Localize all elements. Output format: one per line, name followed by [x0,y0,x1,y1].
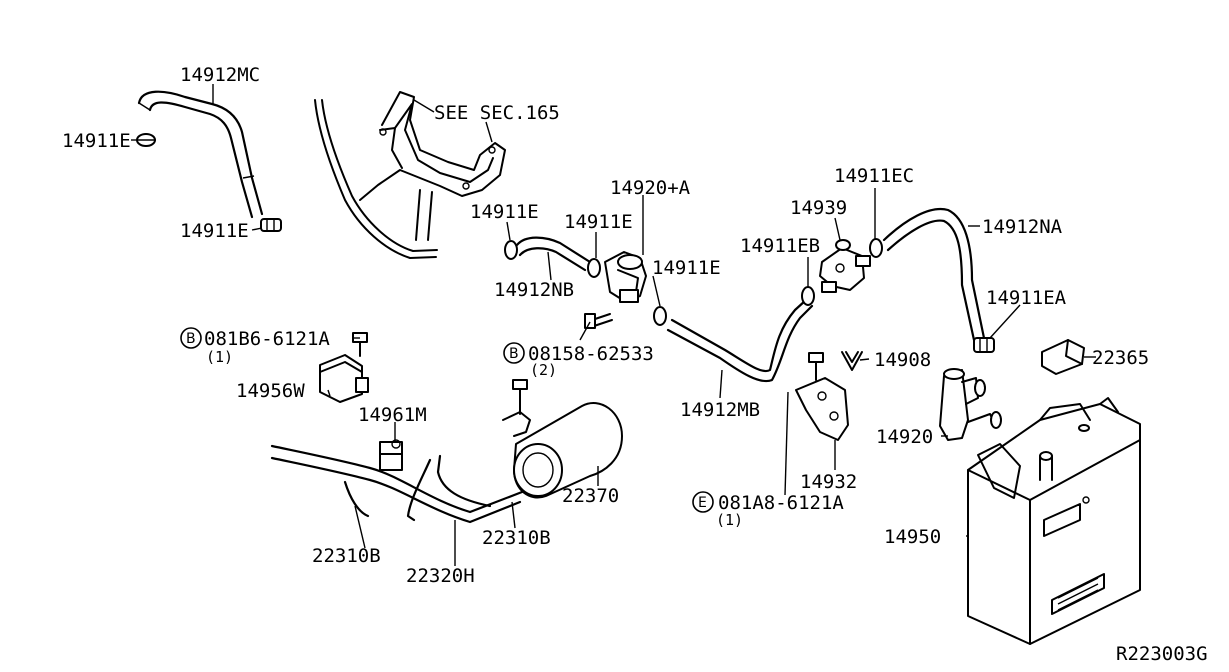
label-22310B-b: 22310B [482,527,551,549]
label-14920: 14920 [876,426,933,448]
clamp-14911E-bottom[interactable] [260,218,282,232]
bolt-badge-2-letter: B [509,346,519,362]
label-bolt-081A8-qty: (1) [716,511,743,529]
label-14912MC: 14912MC [180,64,260,86]
clamp-14911EC[interactable] [869,238,883,258]
label-14911E-c: 14911E [470,201,539,223]
hose-14912MB[interactable] [666,298,814,383]
clamp-14911E-right[interactable] [653,306,667,326]
label-14911E-a: 14911E [62,130,131,152]
label-bolt-081B6: 081B6-6121A [204,328,330,350]
label-14911E-d: 14911E [564,211,633,233]
clip-14908[interactable] [841,351,863,371]
valve-14920A[interactable] [604,251,647,303]
part-labels: 14912MC 14911E 14911E SEE SEC.165 14920+… [62,64,1208,665]
bracket-sec165 [314,91,506,259]
label-bolt-081A8: 081A8-6121A [718,492,844,514]
bolt-badge-3 [692,491,714,513]
label-22310B-a: 22310B [312,545,381,567]
hose-14912NB[interactable] [515,236,592,272]
label-14932: 14932 [800,471,857,493]
clamp-14911E-left[interactable] [504,240,518,260]
label-14950: 14950 [884,526,941,548]
label-bolt-081B6-qty: (1) [206,348,233,366]
clamp-14911E-mid[interactable] [587,258,601,278]
label-14956W: 14956W [236,380,305,402]
bolt-badge-1 [180,327,202,349]
canister-22370[interactable] [502,379,623,499]
harness-22320H[interactable] [270,444,524,524]
charcoal-canister-14950[interactable] [967,397,1141,645]
sensor-22365[interactable] [1041,339,1085,375]
clamp-14961M[interactable] [379,439,403,471]
label-diagram-ref: R223003G [1116,643,1208,665]
label-14911E-b: 14911E [180,220,249,242]
label-see-sec165: SEE SEC.165 [434,102,560,124]
label-14908: 14908 [874,349,931,371]
label-14911EC: 14911EC [834,165,914,187]
label-14939: 14939 [790,197,847,219]
bracket-14932[interactable] [795,352,849,441]
hose-14912NA[interactable] [882,207,986,342]
clamp-14911E-top[interactable] [136,133,156,147]
vent-valve-14920[interactable] [939,368,1002,441]
clamp-14911EB[interactable] [801,286,815,306]
bolt-badge-1-letter: B [186,331,196,347]
label-14912NA: 14912NA [982,216,1063,238]
label-14920A: 14920+A [610,177,691,199]
label-14911EA: 14911EA [986,287,1067,309]
label-14961M: 14961M [358,404,427,426]
label-22320H: 22320H [406,565,475,587]
clamp-14911EA[interactable] [973,337,995,353]
valve-14939[interactable] [819,239,871,293]
label-bolt-08158-qty: (2) [530,361,557,379]
label-14911E-e: 14911E [652,257,721,279]
label-14912NB: 14912NB [494,279,574,301]
bolt-badge-3-letter: E [698,495,707,511]
label-14912MB: 14912MB [680,399,760,421]
label-14911EB: 14911EB [740,235,820,257]
leader-lines [131,84,1096,566]
label-22370: 22370 [562,485,619,507]
bolt-badge-2 [503,342,525,364]
bolt-08158-62533-a[interactable] [584,313,613,329]
hose-14912MC[interactable] [137,90,264,219]
label-22365: 22365 [1092,347,1149,369]
label-bolt-08158: 08158-62533 [528,343,654,365]
